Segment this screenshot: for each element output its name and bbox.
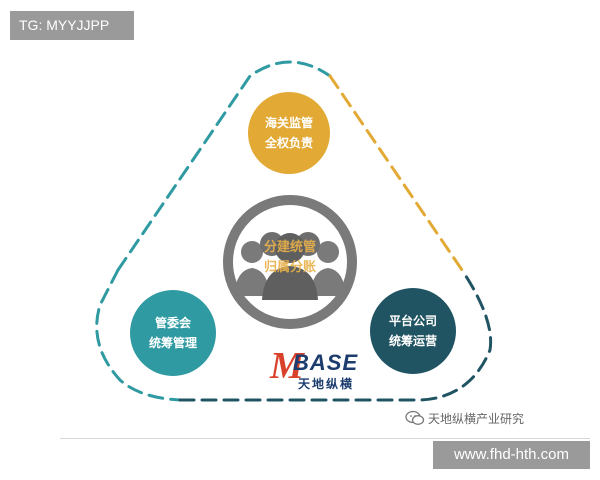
frame-left-segment <box>95 268 182 402</box>
logo-word: BASE <box>293 350 359 375</box>
frame-left-top-segment <box>116 60 332 272</box>
node-right-line2: 统筹运营 <box>388 334 437 348</box>
node-right-line1: 平台公司 <box>388 314 437 328</box>
divider <box>60 438 590 439</box>
frame-bottom-segment <box>178 268 493 402</box>
node-left-line2: 统筹管理 <box>148 336 197 350</box>
node-left-line1: 管委会 <box>154 316 191 330</box>
top-tag-overlay: TG: MYYJJPP <box>10 11 134 40</box>
node-top-line2: 全权负责 <box>264 136 313 150</box>
hub-line2: 归属分账 <box>263 260 316 275</box>
wechat-icon <box>405 410 425 425</box>
logo-subtitle: 天地纵横 <box>298 377 355 391</box>
node-top-line1: 海关监管 <box>264 116 313 130</box>
watermark-text: 天地纵横产业研究 <box>428 412 525 426</box>
node-customs-supervision: 海关监管 全权负责 <box>248 92 330 174</box>
bottom-tag-overlay: www.fhd-hth.com <box>433 441 590 469</box>
node-management-committee: 管委会 统筹管理 <box>130 290 216 376</box>
node-platform-company: 平台公司 统筹运营 <box>370 288 456 374</box>
hub-line1: 分建统管 <box>263 240 316 255</box>
hub-label: 分建统管 归属分账 <box>252 238 328 278</box>
frame-top-right-segment <box>328 74 464 272</box>
hub-people-icon <box>223 195 357 329</box>
logo-mark: M <box>270 345 304 387</box>
